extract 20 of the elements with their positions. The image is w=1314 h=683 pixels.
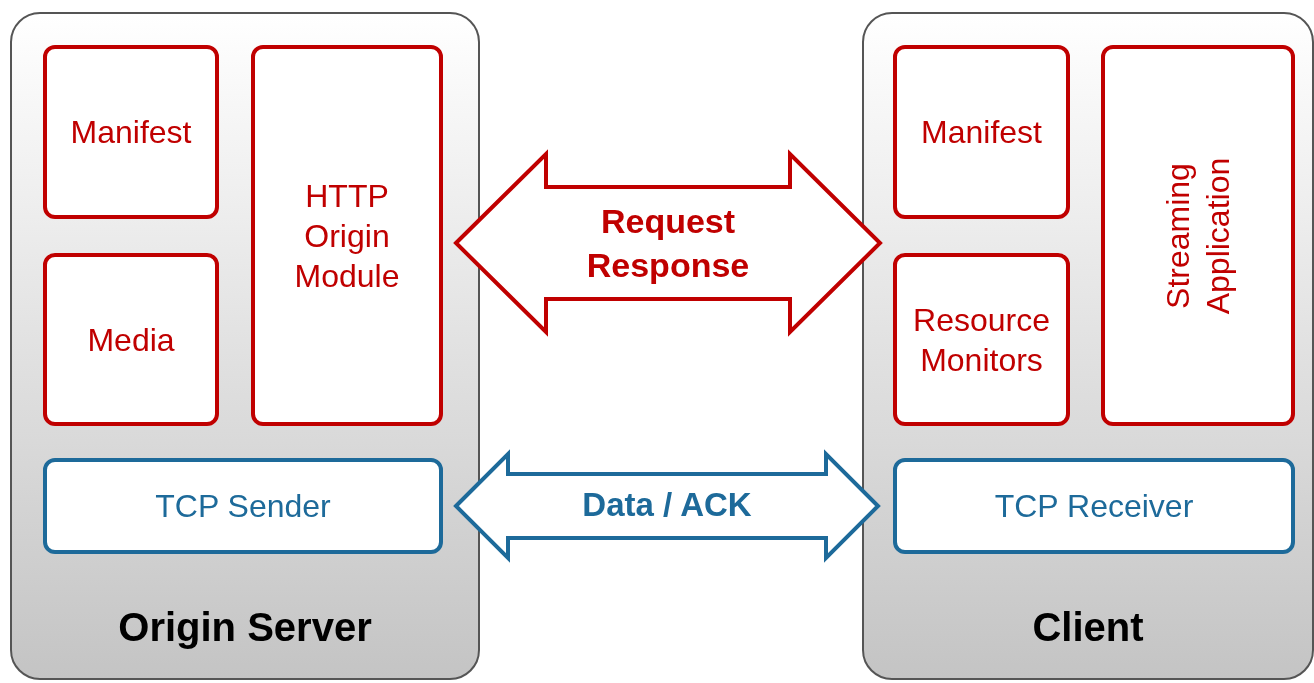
panel-heading: Client: [1031, 605, 1145, 650]
panel-heading: Origin Server: [117, 605, 373, 650]
component-label: Streaming Application: [1159, 156, 1237, 316]
component-label: HTTP Origin Module: [293, 176, 401, 296]
component-box: [43, 458, 443, 554]
component-label: Media: [87, 320, 175, 360]
device-panel: [862, 12, 1314, 680]
component-box: [1101, 45, 1295, 426]
component-label: Manifest: [70, 113, 192, 152]
component-label: Resource Monitors: [912, 300, 1051, 380]
component-label: TCP Receiver: [994, 487, 1194, 526]
component-box: [43, 253, 219, 426]
device-panel: [10, 12, 480, 680]
component-box: [893, 253, 1070, 426]
component-box: [893, 458, 1295, 554]
component-label: Manifest: [921, 113, 1042, 152]
component-box: [893, 45, 1070, 219]
component-box: [251, 45, 443, 426]
component-label: TCP Sender: [155, 487, 331, 526]
component-box: [43, 45, 219, 219]
